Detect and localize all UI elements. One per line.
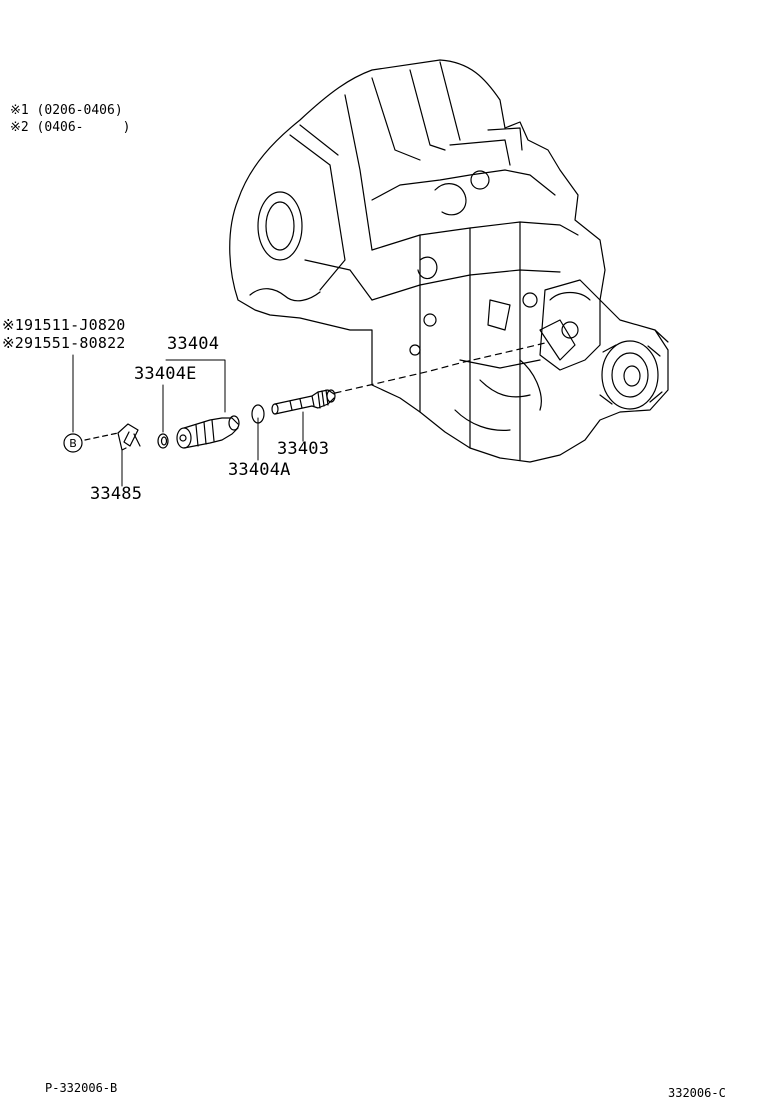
part-label-33485: 33485	[90, 484, 143, 504]
driven-gear-33403-illustration	[271, 389, 336, 415]
footer-right-code: 332006-C	[668, 1086, 726, 1100]
marker-b-label: B	[69, 437, 77, 450]
fastener-ref-1: ※191511-J0820	[2, 316, 126, 334]
sleeve-33404-illustration	[176, 415, 240, 449]
fastener-ref-2: ※291551-80822	[2, 334, 126, 352]
footer-left-code: P-332006-B	[45, 1081, 118, 1095]
part-label-33404: 33404	[167, 334, 220, 354]
part-label-33404E: 33404E	[134, 364, 197, 384]
clip-dash-line	[84, 432, 119, 441]
part-label-33403: 33403	[277, 439, 330, 459]
seal-33404E-illustration	[157, 433, 169, 449]
clip-33485-illustration	[117, 423, 141, 451]
part-label-33404A: 33404A	[228, 460, 291, 480]
legend-line-2: ※2 (0406- )	[10, 120, 131, 135]
legend-line-1: ※1 (0206-0406)	[10, 103, 123, 118]
leader-lines	[72, 354, 304, 487]
o-ring-33404A-illustration	[251, 404, 265, 424]
assembly-dash-line	[334, 342, 546, 394]
marker-b-circle	[63, 433, 83, 453]
transmission-housing-illustration	[229, 59, 669, 463]
